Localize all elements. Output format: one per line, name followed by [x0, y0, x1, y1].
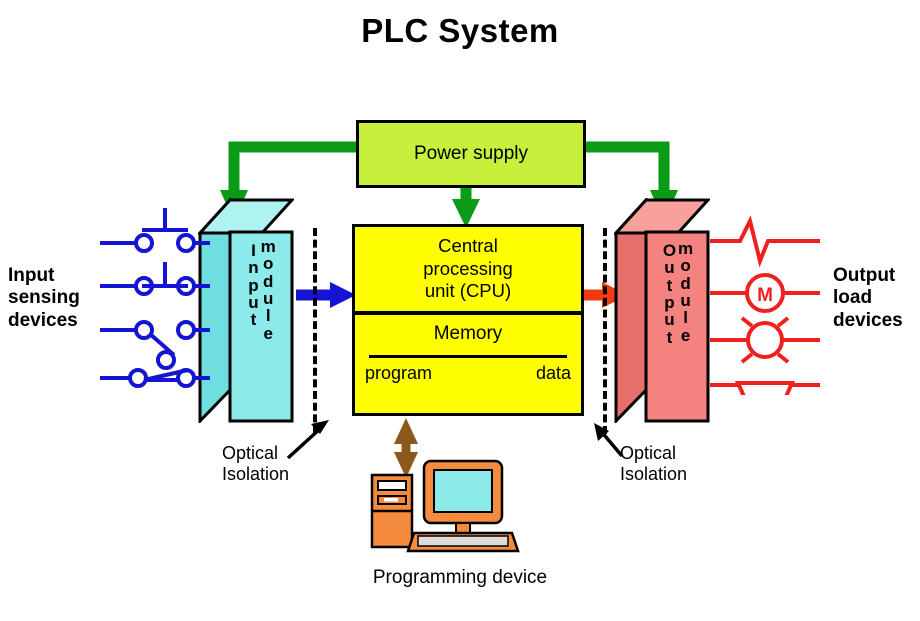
- memory-divider: [369, 355, 567, 358]
- page-title: PLC System: [361, 12, 559, 49]
- memory-data-label: data: [535, 363, 571, 383]
- memory-program-label: program: [365, 363, 433, 383]
- cpu-block: Central processing unit (CPU) Memory pro…: [352, 224, 584, 416]
- memory-section: Memory program data: [355, 315, 581, 413]
- input-sensing-devices-label: Input sensing devices: [8, 265, 80, 331]
- memory-contents: program data: [365, 363, 571, 384]
- optical-isolation-label-right: Optical Isolation: [620, 443, 688, 485]
- power-supply-label: Power supply: [413, 143, 529, 164]
- input-module-to-cpu-arrow: [296, 282, 356, 308]
- cpu-upper-section: Central processing unit (CPU): [355, 227, 581, 315]
- output-load-devices-symbols: M: [710, 215, 820, 395]
- motor-symbol: M: [710, 273, 820, 313]
- cpu-label: Central processing unit (CPU): [423, 235, 513, 302]
- horn-symbol: [710, 381, 820, 395]
- computer-tower-icon: [370, 473, 414, 549]
- computer-monitor-icon: [422, 459, 504, 534]
- optical-isolation-label-left: Optical Isolation: [222, 443, 290, 485]
- computer-keyboard-icon: [406, 531, 520, 553]
- input-sensing-devices-symbols: [100, 208, 210, 388]
- output-module-shape: [614, 198, 710, 423]
- input-module-shape: [198, 198, 294, 423]
- optical-isolation-right-pointer: [594, 423, 624, 458]
- memory-label: Memory: [433, 323, 503, 344]
- optical-isolation-line-right: [603, 228, 607, 434]
- motor-letter: M: [757, 285, 773, 306]
- power-to-cpu-arrow: [452, 188, 480, 228]
- pilot-lamp-symbol: [710, 316, 820, 364]
- limit-switch-symbol: [100, 368, 210, 388]
- power-supply-block: Power supply: [356, 120, 586, 188]
- selector-switch-symbol: [100, 320, 210, 370]
- optical-isolation-line-left: [313, 228, 317, 434]
- cpu-to-programming-device-arrow: [394, 418, 418, 478]
- heater-element-symbol: [710, 215, 820, 268]
- output-load-devices-label: Output load devices: [833, 265, 903, 331]
- pushbutton-normally-open-symbol: [100, 208, 210, 253]
- programming-device-label: Programming device: [372, 567, 548, 588]
- programming-device-illustration: [370, 459, 520, 553]
- pushbutton-normally-closed-symbol: [100, 262, 210, 296]
